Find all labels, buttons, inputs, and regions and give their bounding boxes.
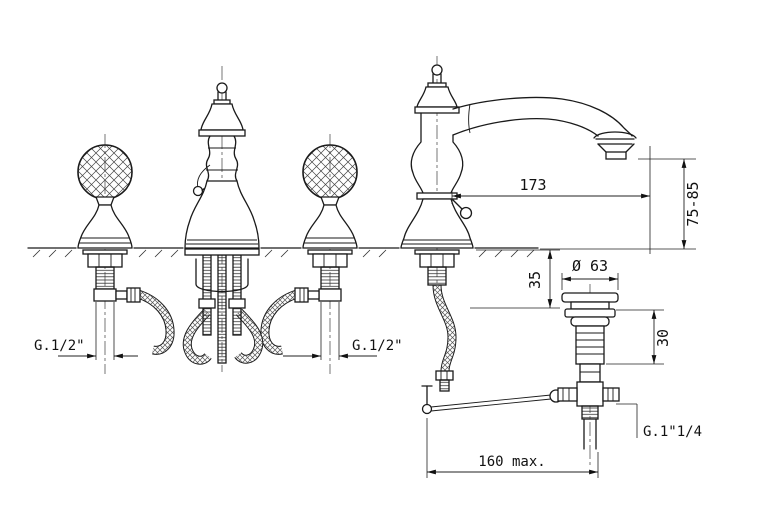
center-lines — [221, 56, 591, 466]
center-spout-column — [182, 82, 264, 365]
right-handle-valve — [265, 134, 357, 374]
dim-waste-outlet-thread: G.1"1/4 — [643, 424, 702, 440]
dim-spout-reach: 173 — [519, 176, 546, 194]
dim-left-inlet-thread: G.1/2" — [34, 338, 85, 354]
dim-drain-diameter: Ø 63 — [572, 257, 608, 275]
dim-right-inlet-thread: G.1/2" — [352, 338, 403, 354]
left-handle-valve — [78, 134, 170, 374]
dim-drain-height: 30 — [654, 329, 672, 347]
dim-rod-travel: 160 max. — [478, 454, 545, 470]
dim-deck-thickness: 35 — [526, 271, 544, 289]
spout-assembly — [400, 64, 637, 392]
deck-line — [27, 247, 539, 258]
dimensions: 173 75-85 35 Ø 63 30 G.1/2" G.1/2" — [34, 146, 702, 478]
pop-up-drain — [557, 292, 620, 450]
dim-spout-height: 75-85 — [684, 181, 702, 226]
